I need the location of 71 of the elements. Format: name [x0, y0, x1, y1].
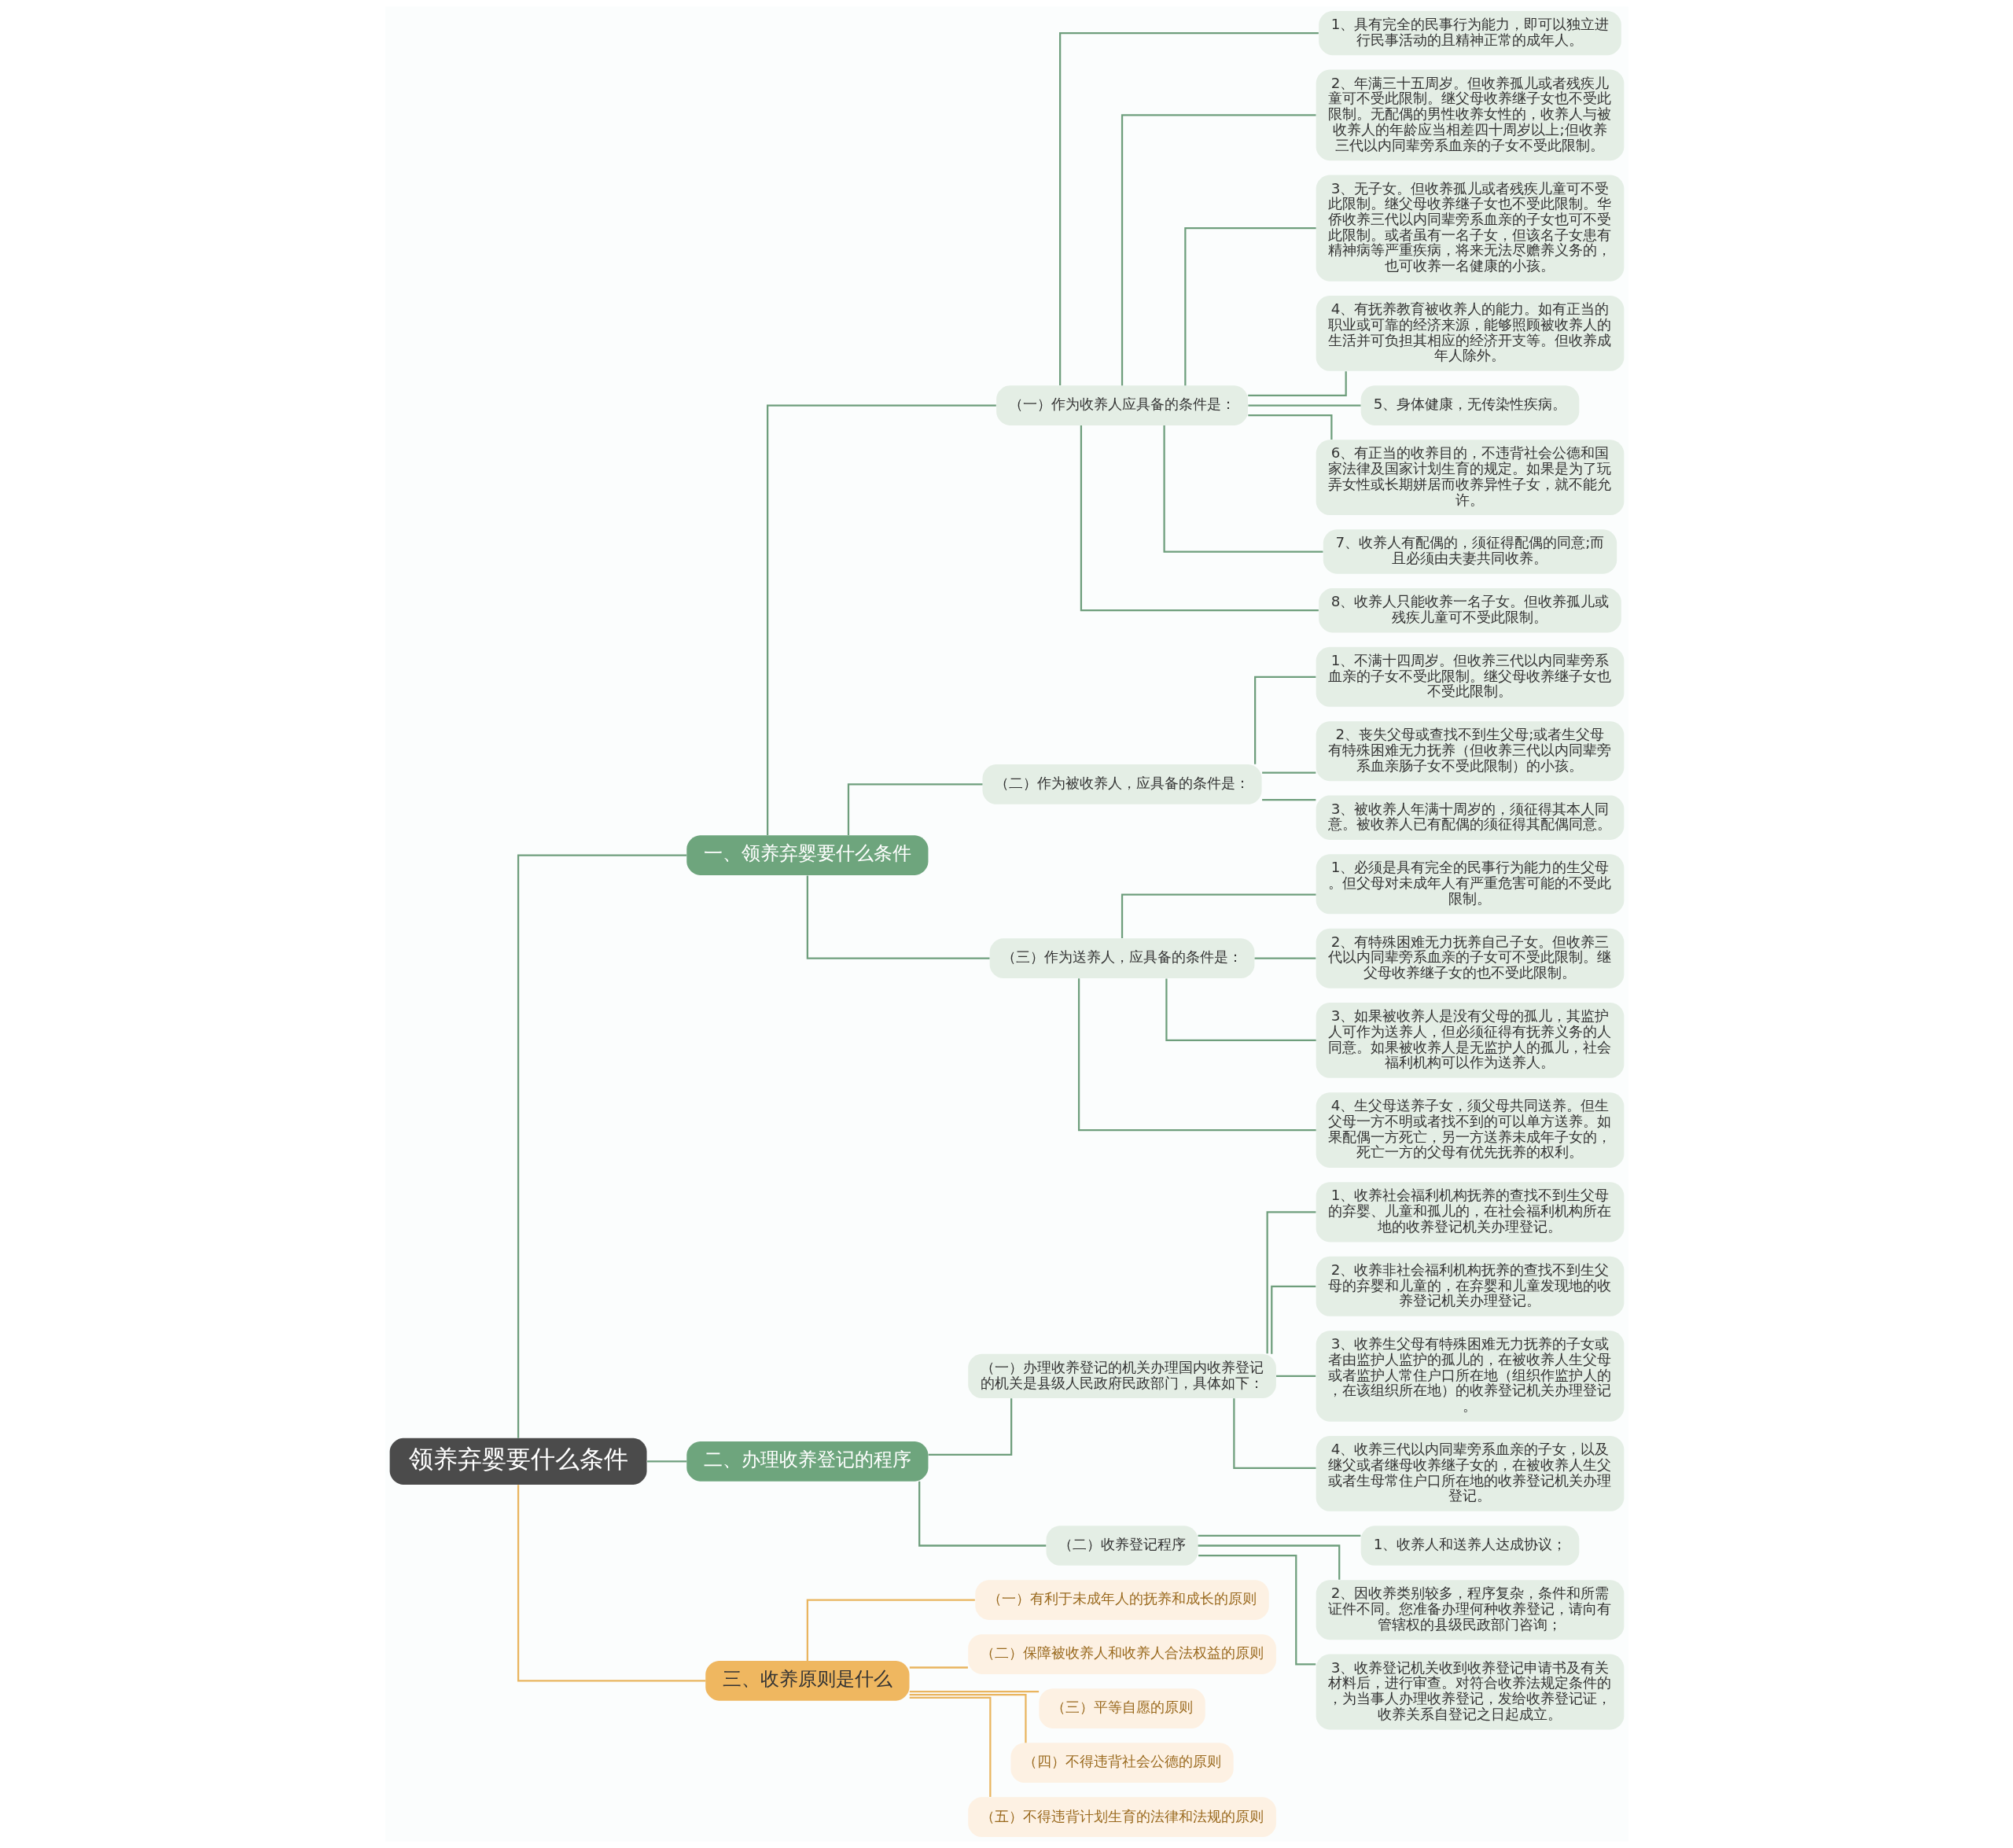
node-box: （二）保障被收养人和收养人合法权益的原则 — [967, 1634, 1276, 1674]
connector — [1253, 676, 1316, 764]
connector — [1183, 226, 1316, 386]
connector — [909, 1696, 991, 1797]
node-box: 5、身体健康，无传染性疾病。 — [1360, 385, 1579, 425]
node-box: 3、收养生父母有特殊困难无力抚养的子女或者由监护人监护的孤儿的，在被收养人生父母或者监护人常住户口所在地（组织作监护人的，在该组织所在地）的收养登记机关办理登记。 — [1316, 1331, 1624, 1422]
node-box: 2、丧失父母或查找不到生父母;或者生父母有特殊困难无力抚养（但收养三代以内同辈旁系血亲肠子女不受此限制）的小孩。 — [1316, 721, 1624, 782]
connector — [909, 1666, 968, 1669]
connector — [1080, 425, 1319, 612]
node-box: 1、具有完全的民事行为能力，即可以独立进行民事活动的且精神正常的成年人。 — [1318, 10, 1621, 56]
connector — [766, 404, 996, 835]
connector — [1162, 425, 1323, 553]
node-box: 3、无子女。但收养孤儿或者残疾儿童可不受此限制。继父母收养继子女也不受此限制。华侨收养三代以内同辈旁系血亲的子女也可不受此限制。或者虽有一名子女，但该名子女患有精神病等严重疾病，将来无法尽赡养义务的，也可收养一名健康的小孩。 — [1316, 175, 1624, 282]
node-box: 6、有正当的收养目的，不违背社会公德和国家法律及国家计划生育的规定。如果是为了玩弄女性或长期姘居而收养异性子女，就不能允许。 — [1316, 440, 1624, 516]
node-box: 二、办理收养登记的程序 — [686, 1441, 928, 1482]
connector — [909, 1691, 1039, 1693]
node-box: 2、有特殊困难无力抚养自己子女。但收养三代以内同辈旁系血亲的子女可不受此限制。继父母收养继子女的也不受此限制。 — [1316, 928, 1624, 988]
node-box: 4、有抚养教育被收养人的能力。如有正当的职业或可靠的经济来源，能够照顾被收养人的生活并可负担其相应的经济开支等。但收养成年人除外。 — [1316, 296, 1624, 371]
node-box: （一）办理收养登记的机关办理国内收养登记的机关是县级人民政府民政部门，具体如下： — [967, 1353, 1276, 1399]
node-box: 1、收养社会福利机构抚养的查找不到生父母的弃婴、儿童和孤儿的，在社会福利机构所在地的收养登记机关办理登记。 — [1316, 1182, 1624, 1242]
connector — [1198, 1544, 1340, 1580]
node-box: 2、收养非社会福利机构抚养的查找不到生父母的弃婴和儿童的，在弃婴和儿童发现地的收养登记机关办理登记。 — [1316, 1256, 1624, 1316]
connector — [646, 1460, 686, 1463]
connector — [806, 875, 989, 959]
connector — [1266, 1211, 1316, 1354]
node-box: 2、年满三十五周岁。但收养孤儿或者残疾儿童可不受此限制。继父母收养继子女也不受此限制。无配偶的男性收养女性的，收养人与被收养人的年龄应当相差四十周岁以上;但收养三代以内同辈旁系血亲的子女不受此限制。 — [1316, 69, 1624, 161]
connector — [1270, 1285, 1316, 1354]
connector — [1247, 371, 1347, 396]
node-box: 1、不满十四周岁。但收养三代以内同辈旁系血亲的子女不受此限制。继父母收养继子女也不受此限制。 — [1316, 646, 1624, 707]
connector — [1275, 1375, 1316, 1378]
connector — [918, 1481, 1046, 1547]
connector — [1198, 1555, 1316, 1666]
node-box: 领养弃婴要什么条件 — [389, 1438, 647, 1485]
connector — [1261, 799, 1316, 801]
node-box: （一）有利于未成年人的抚养和成长的原则 — [974, 1580, 1269, 1620]
connector — [847, 783, 982, 836]
connector — [517, 854, 686, 1438]
connector — [806, 1599, 975, 1661]
connector — [1165, 978, 1316, 1042]
node-box: （四）不得违背社会公德的原则 — [1010, 1743, 1234, 1784]
node-box: 一、领养弃婴要什么条件 — [686, 835, 928, 875]
node-box: 4、收养三代以内同辈旁系血亲的子女，以及继父或者继母收养继子女的，在被收养人生父或者生母常住户口所在地的收养登记机关办理登记。 — [1316, 1436, 1624, 1511]
node-box: 2、因收养类别较多，程序复杂，条件和所需证件不同。您准备办理何种收养登记，请向有管辖权的县级民政部门咨询； — [1316, 1580, 1624, 1640]
node-box: （二）收养登记程序 — [1046, 1526, 1198, 1566]
connector — [1121, 114, 1316, 386]
node-box: 1、收养人和送养人达成协议； — [1360, 1526, 1579, 1566]
connector — [1121, 893, 1316, 939]
node-box: （五）不得违背计划生育的法律和法规的原则 — [967, 1797, 1276, 1838]
connector — [1261, 771, 1316, 774]
node-box: （三）作为送养人，应具备的条件是： — [989, 938, 1254, 979]
connector — [1254, 957, 1316, 959]
node-box: 3、收养登记机关收到收养登记申请书及有关材料后，进行审查。对符合收养法规定条件的，为当事人办理收养登记，发给收养登记证，收养关系自登记之日起成立。 — [1316, 1654, 1624, 1730]
node-box: 3、如果被收养人是没有父母的孤儿，其监护人可作为送养人，但必须征得有抚养义务的人同意。如果被收养人是无监护人的孤儿，社会福利机构可以作为送养人。 — [1316, 1003, 1624, 1078]
connector — [909, 1693, 1027, 1743]
node-box: （一）作为收养人应具备的条件是： — [995, 385, 1248, 425]
node-box: 4、生父母送养子女，须父母共同送养。但生父母一方不明或者找不到的可以单方送养。如果配偶一方死亡，另一方送养未成年子女的，死亡一方的父母有优先抚养的权利。 — [1316, 1092, 1624, 1168]
connector — [1247, 414, 1332, 440]
connector — [1247, 404, 1360, 407]
connector — [1077, 978, 1316, 1132]
node-box: 三、收养原则是什么 — [705, 1661, 909, 1701]
connector — [1198, 1534, 1360, 1537]
connector — [1058, 31, 1319, 386]
connector — [1232, 1398, 1316, 1469]
node-box: 3、被收养人年满十周岁的，须征得其本人同意。被收养人已有配偶的须征得其配偶同意。 — [1316, 795, 1624, 840]
node-box: （三）平等自愿的原则 — [1038, 1688, 1205, 1728]
node-box: 8、收养人只能收养一名子女。但收养孤儿或残疾儿童可不受此限制。 — [1318, 588, 1621, 633]
node-box: （二）作为被收养人，应具备的条件是： — [982, 764, 1262, 804]
connector — [928, 1398, 1012, 1456]
connector — [517, 1485, 705, 1682]
node-box: 7、收养人有配偶的，须征得配偶的同意;而且必须由夫妻共同收养。 — [1323, 529, 1617, 574]
node-box: 1、必须是具有完全的民事行为能力的生父母。但父母对未成年人有严重危害可能的不受此限制。 — [1316, 854, 1624, 915]
